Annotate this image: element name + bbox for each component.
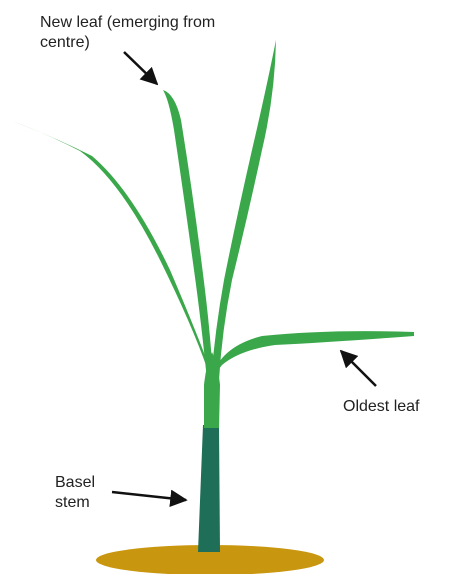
arrow-basal-stem	[112, 492, 186, 500]
oldest-leaf-label: Oldest leaf	[343, 397, 419, 417]
oldest-leaf	[212, 331, 414, 382]
arrow-oldest-leaf	[341, 351, 376, 386]
tall-leaf	[211, 40, 276, 380]
new-leaf	[163, 90, 213, 380]
basal-stem-label: Basel stem	[55, 473, 115, 513]
basal-stem	[198, 425, 220, 552]
arrow-new-leaf	[124, 52, 157, 84]
new-leaf-label: New leaf (emerging from centre)	[40, 13, 300, 53]
